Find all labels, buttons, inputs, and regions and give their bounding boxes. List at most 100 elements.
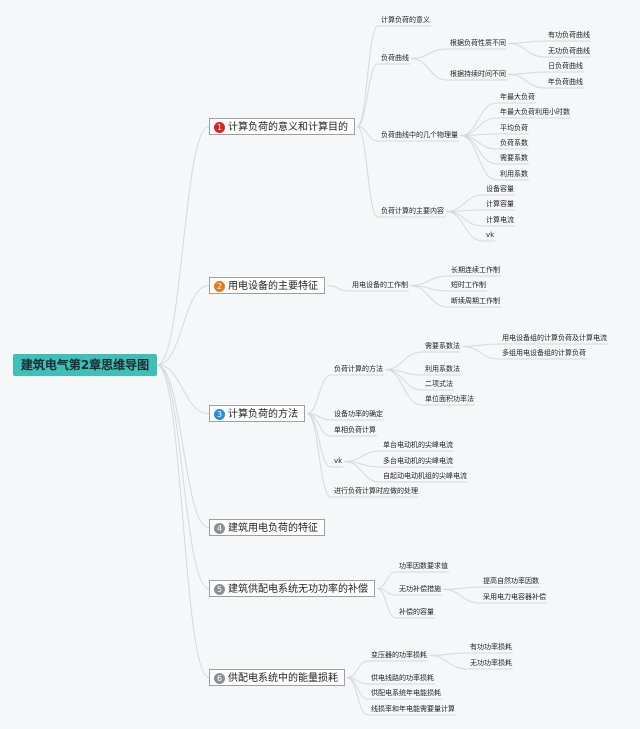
connector-br3 bbox=[156, 364, 210, 414]
node-b6-4[interactable]: 线损率和年电能需要量计算 bbox=[371, 705, 455, 713]
node-b2-1-2[interactable]: 短时工作制 bbox=[451, 281, 486, 289]
connector-b1_1 bbox=[356, 25, 431, 127]
connector-b1_4_2 bbox=[445, 209, 515, 212]
node-b3-1-4[interactable]: 单位面积功率法 bbox=[425, 395, 474, 403]
node-b2-1-1[interactable]: 长期连续工作制 bbox=[451, 266, 500, 274]
node-b3-5[interactable]: 进行负荷计算时应做的处理 bbox=[334, 487, 418, 495]
node-b5-2-2[interactable]: 采用电力电容器补偿 bbox=[483, 593, 546, 601]
node-b1-4-1[interactable]: 设备容量 bbox=[486, 185, 514, 193]
connector-b3_1 bbox=[306, 374, 384, 414]
connector-b1_3_3 bbox=[459, 133, 529, 136]
node-b3-1-1-2[interactable]: 多组用电设备组的计算负荷 bbox=[502, 349, 586, 357]
node-b1-2-2-2[interactable]: 年负荷曲线 bbox=[548, 78, 583, 86]
connector-br6 bbox=[156, 364, 210, 678]
connector-b5_2 bbox=[376, 588, 442, 596]
node-b3-1-1-1[interactable]: 用电设备组的计算负荷及计算电流 bbox=[502, 334, 607, 342]
connector-br5 bbox=[156, 364, 210, 589]
connector-b5_1 bbox=[376, 571, 449, 589]
node-b1-3-3[interactable]: 平均负荷 bbox=[500, 124, 528, 132]
connector-b1_3_2 bbox=[459, 117, 571, 136]
root-node[interactable]: 建筑电气第2章思维导图 bbox=[13, 354, 157, 376]
connector-b1_2_2 bbox=[410, 58, 507, 81]
number-badge: 6 bbox=[214, 673, 225, 684]
number-badge: 3 bbox=[214, 409, 225, 420]
node-b1-3-5[interactable]: 需要系数 bbox=[500, 154, 528, 162]
connector-b1_2_2_2 bbox=[507, 74, 584, 89]
node-b1-3-2[interactable]: 年最大负荷利用小时数 bbox=[500, 108, 570, 116]
node-b1-2[interactable]: 负荷曲线 bbox=[381, 54, 409, 62]
node-b6-1-2[interactable]: 无功功率损耗 bbox=[470, 659, 512, 667]
connector-b3_3 bbox=[306, 413, 377, 437]
number-badge: 2 bbox=[214, 281, 225, 292]
node-b2-1-3[interactable]: 断续周期工作制 bbox=[451, 297, 500, 305]
node-b6-3[interactable]: 供配电系统年电能损耗 bbox=[371, 689, 441, 697]
node-b1-3-4[interactable]: 负荷系数 bbox=[500, 139, 528, 147]
node-b5-3[interactable]: 补偿的容量 bbox=[399, 608, 434, 616]
connector-b3_1_4 bbox=[384, 369, 475, 406]
branch-label: 建筑供配电系统无功功率的补偿 bbox=[228, 584, 368, 595]
node-b1-2-2[interactable]: 根据持续时间不同 bbox=[450, 70, 506, 78]
connector-b5_3 bbox=[376, 588, 435, 619]
node-b1-4-3[interactable]: 计算电流 bbox=[486, 216, 514, 224]
connector-lines bbox=[156, 25, 608, 716]
connector-br1 bbox=[156, 126, 210, 366]
node-b5-1[interactable]: 功率因数要求值 bbox=[399, 562, 448, 570]
node-b3-4-1[interactable]: 单台电动机的尖峰电流 bbox=[383, 441, 453, 449]
node-b3-1-3[interactable]: 二项式法 bbox=[425, 380, 453, 388]
node-b1-4-4[interactable]: vk bbox=[486, 231, 495, 239]
connector-b5_2_1 bbox=[442, 586, 540, 590]
node-b1-2-2-1[interactable]: 日负荷曲线 bbox=[548, 62, 583, 70]
node-b3-2[interactable]: 设备功率的确定 bbox=[334, 410, 383, 418]
node-b3-1-2[interactable]: 利用系数法 bbox=[425, 365, 460, 373]
node-b1-2-1-2[interactable]: 无功负荷曲线 bbox=[548, 47, 590, 55]
connector-b3_4 bbox=[306, 413, 344, 468]
connector-b1_2 bbox=[356, 63, 410, 127]
node-b3-4[interactable]: vk bbox=[334, 457, 343, 465]
branch-label: 用电设备的主要特征 bbox=[228, 281, 318, 292]
connector-b3_1_1_2 bbox=[461, 346, 587, 360]
node-b1-3[interactable]: 负荷曲线中的几个物理量 bbox=[381, 131, 458, 139]
node-b6-1[interactable]: 变压器的功率损耗 bbox=[371, 651, 427, 659]
number-badge: 1 bbox=[214, 122, 225, 133]
connector-br4 bbox=[156, 364, 210, 528]
node-b3-3[interactable]: 单相负荷计算 bbox=[334, 426, 376, 434]
connector-b1_2_1_2 bbox=[507, 43, 591, 58]
connector-br2 bbox=[156, 285, 210, 366]
connector-b2_1_3 bbox=[409, 285, 501, 308]
node-b3-1[interactable]: 负荷计算的方法 bbox=[334, 365, 383, 373]
connector-b1_3_6 bbox=[459, 135, 529, 181]
node-b5-2[interactable]: 无功补偿措施 bbox=[399, 585, 441, 593]
number-badge: 5 bbox=[214, 584, 225, 595]
node-b3-1-1[interactable]: 需要系数法 bbox=[425, 342, 460, 350]
node-b1-2-1-1[interactable]: 有功负荷曲线 bbox=[548, 31, 590, 39]
node-b3-4-2[interactable]: 多台电动机的尖峰电流 bbox=[383, 457, 453, 465]
node-b1-2-1[interactable]: 根据负荷性质不同 bbox=[450, 39, 506, 47]
connector-b6_1 bbox=[346, 660, 428, 678]
node-b1-3-6[interactable]: 利用系数 bbox=[500, 170, 528, 178]
node-b1-1[interactable]: 计算负荷的意义 bbox=[381, 16, 430, 24]
connector-b1_3 bbox=[356, 126, 459, 142]
node-b1-4-2[interactable]: 计算容量 bbox=[486, 200, 514, 208]
node-b6-1-1[interactable]: 有功功率损耗 bbox=[470, 643, 512, 651]
node-b1-3-1[interactable]: 年最大负荷 bbox=[500, 93, 535, 101]
node-b6-2[interactable]: 供电线路的功率损耗 bbox=[371, 674, 434, 682]
connector-b5_2_2 bbox=[442, 589, 547, 604]
node-b3-4-3[interactable]: 自起动电动机组的尖峰电流 bbox=[383, 472, 467, 480]
node-b2-1[interactable]: 用电设备的工作制 bbox=[352, 281, 408, 289]
connector-b6_1_2 bbox=[428, 655, 513, 670]
connector-b3_4_3 bbox=[344, 461, 468, 483]
connector-b3_1_1 bbox=[384, 351, 461, 370]
connector-b3_1_1_1 bbox=[461, 343, 608, 347]
connector-b1_2_1 bbox=[410, 48, 507, 59]
number-badge: 4 bbox=[214, 523, 225, 534]
node-b5-2-1[interactable]: 提高自然功率因数 bbox=[483, 577, 539, 585]
branch-label: 计算负荷的意义和计算目的 bbox=[228, 122, 348, 133]
node-b1-4[interactable]: 负荷计算的主要内容 bbox=[381, 207, 444, 215]
